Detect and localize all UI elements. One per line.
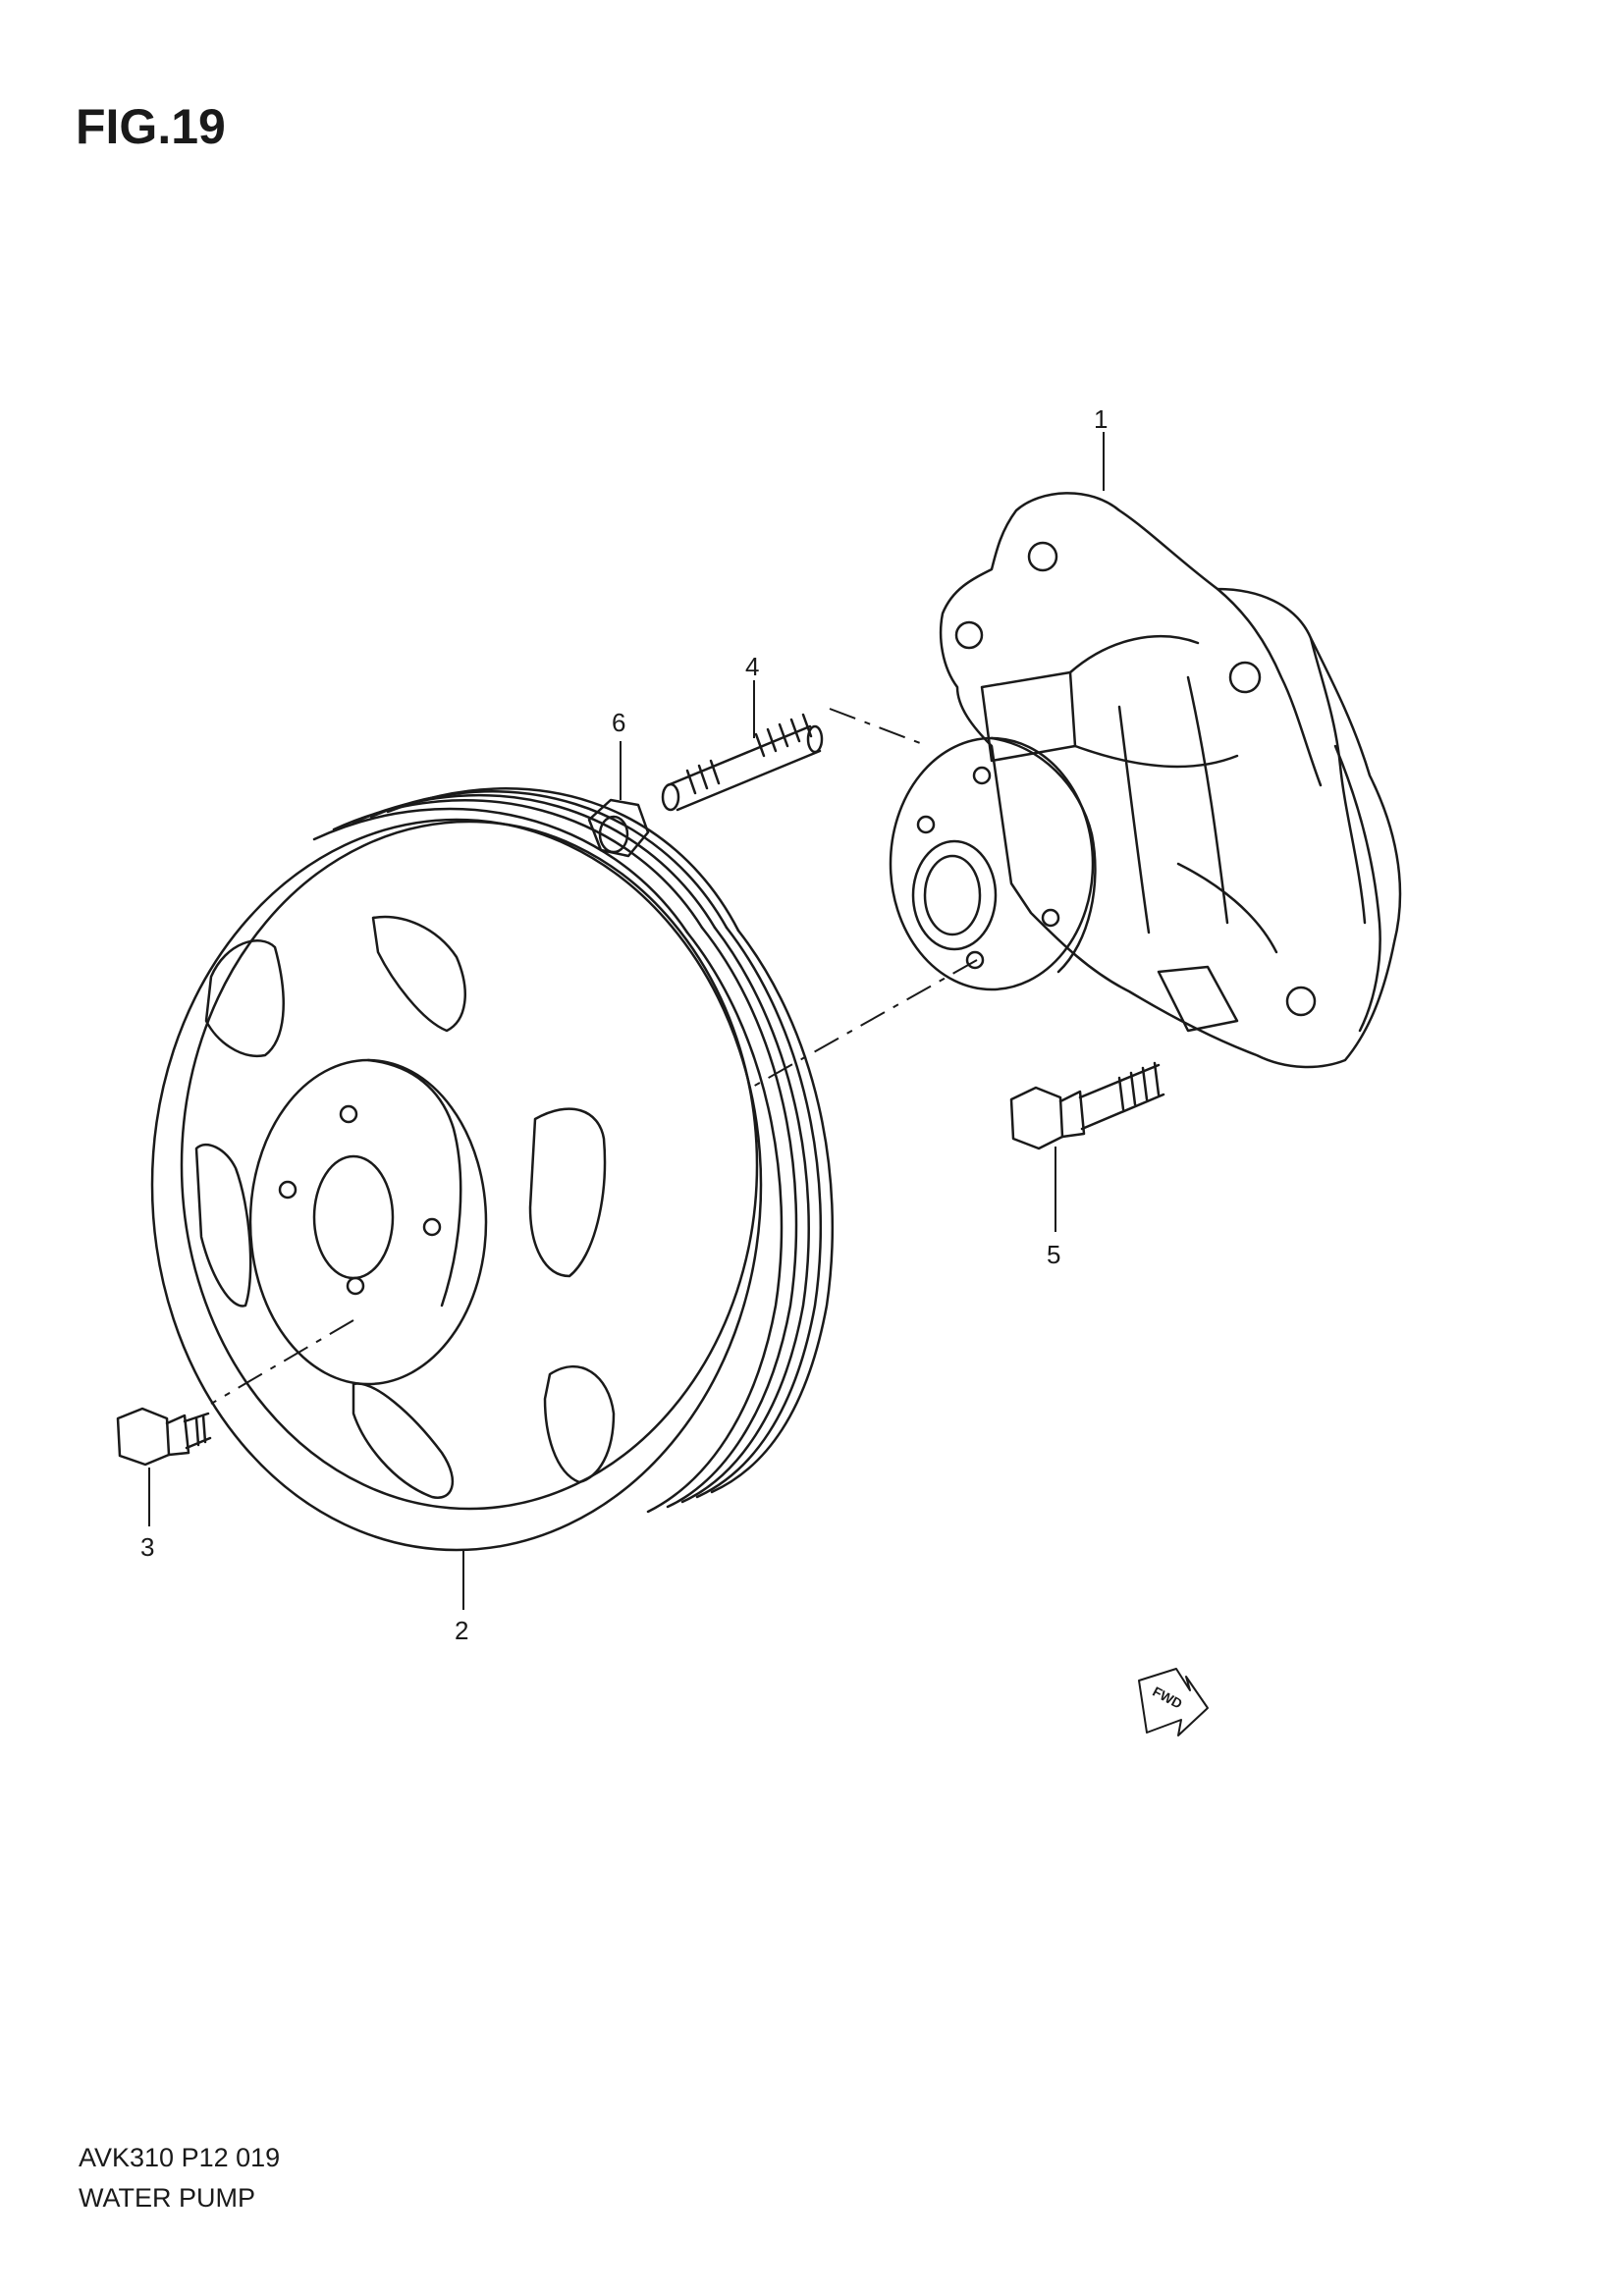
forward-arrow-icon <box>1138 1668 1209 1736</box>
pump-bolt <box>1009 1061 1165 1150</box>
forward-arrow-label: FWD <box>1150 1683 1185 1712</box>
diagram-code: AVK310 P12 019 <box>79 2143 281 2172</box>
alignment-line-stud <box>829 708 929 747</box>
water-pump-flange <box>889 736 1097 991</box>
callout-3: 3 <box>140 1532 154 1562</box>
stud <box>661 713 824 812</box>
pulley <box>150 787 835 1552</box>
diagram-name: WATER PUMP <box>79 2183 255 2213</box>
callout-5: 5 <box>1047 1240 1060 1269</box>
figure-title: FIG.19 <box>76 99 226 154</box>
callout-4: 4 <box>745 652 759 681</box>
alignment-line-pulley <box>750 959 978 1089</box>
flange-nut <box>587 798 650 858</box>
callout-1: 1 <box>1094 404 1108 434</box>
callout-6: 6 <box>612 708 625 737</box>
pulley-bolt <box>116 1407 212 1467</box>
callout-2: 2 <box>455 1616 468 1645</box>
water-pump-housing <box>939 492 1402 1069</box>
